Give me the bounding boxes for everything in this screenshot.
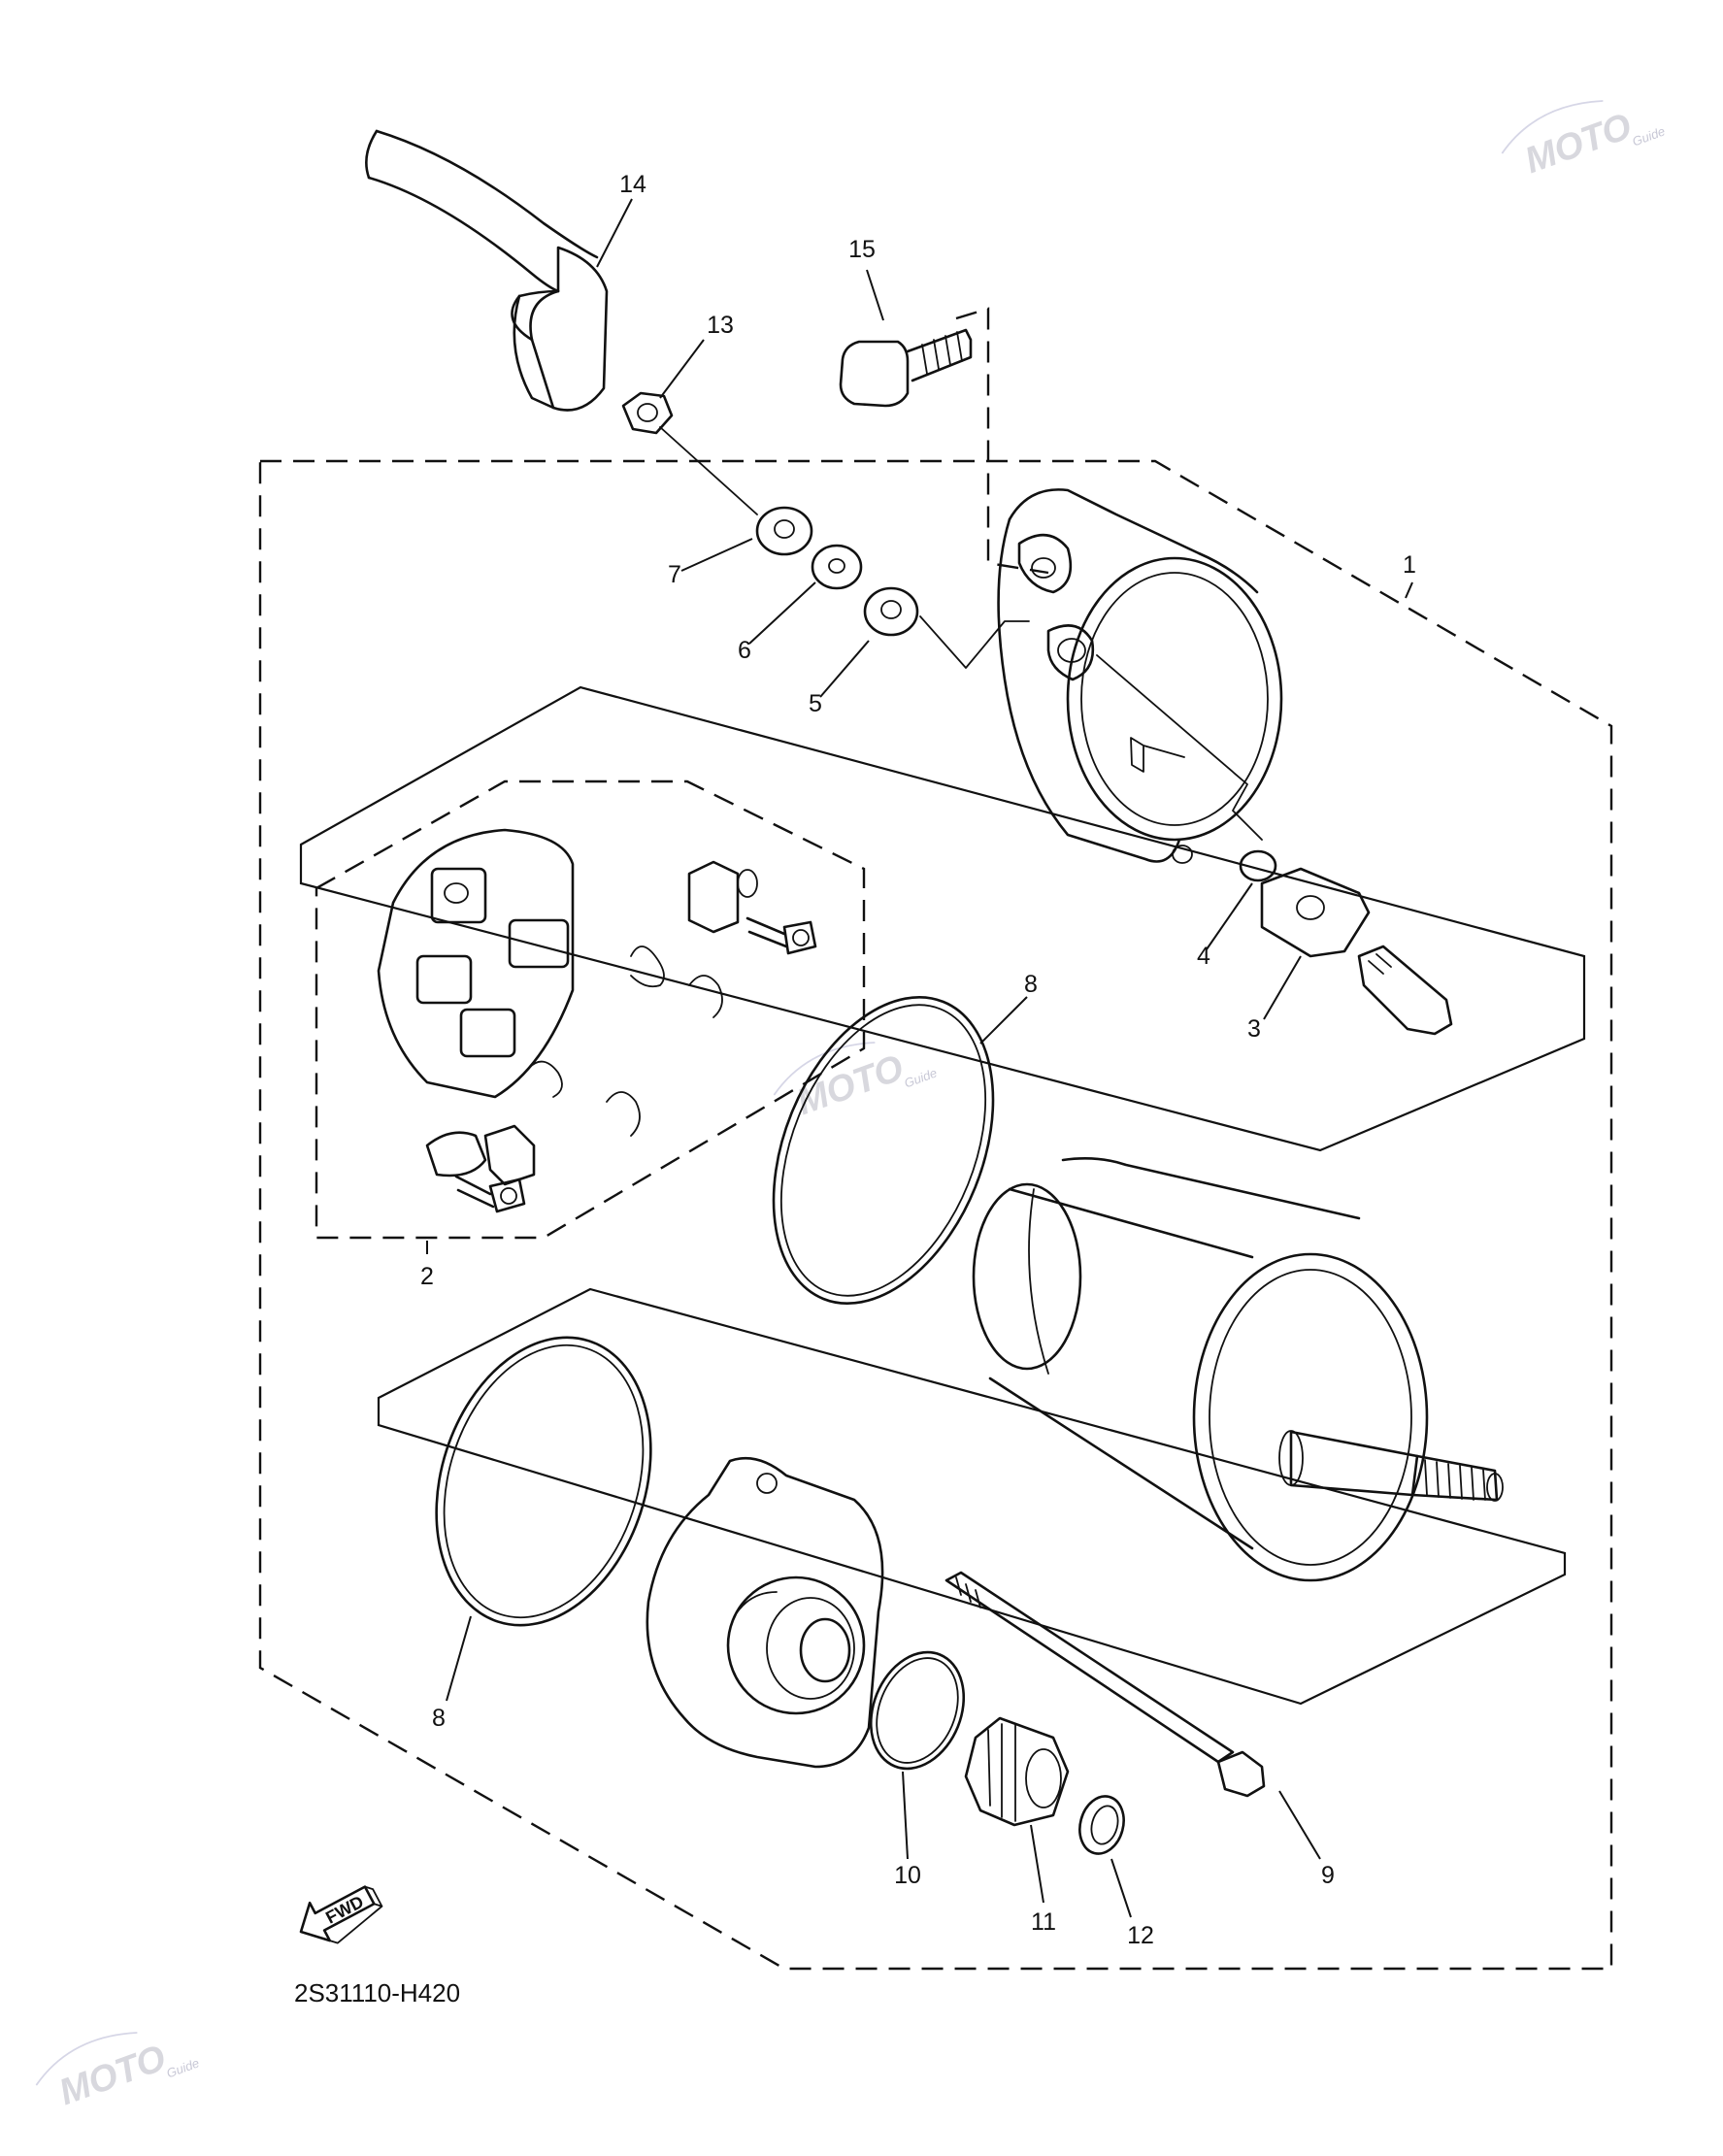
callout-15: 15 bbox=[848, 236, 876, 263]
callout-7: 7 bbox=[668, 561, 681, 588]
callout-12: 12 bbox=[1127, 1922, 1154, 1949]
brush-holder-group-dashed bbox=[315, 779, 866, 1240]
brush-screw-upper bbox=[746, 916, 817, 955]
callout-6: 6 bbox=[738, 637, 751, 664]
washer-part-6 bbox=[811, 544, 863, 590]
svg-text:MOTO: MOTO bbox=[54, 2038, 172, 2113]
callout-13: 13 bbox=[707, 312, 734, 339]
washer-part-5 bbox=[863, 586, 919, 637]
yoke-armature-body bbox=[972, 1157, 1504, 1582]
watermark-bottom-left: MOTO Guide bbox=[35, 2032, 202, 2113]
callout-5: 5 bbox=[809, 690, 822, 717]
end-cover-group-outline bbox=[299, 685, 1586, 1152]
fwd-arrow-icon: FWD bbox=[299, 1885, 383, 1944]
callout-8-upper: 8 bbox=[1024, 971, 1038, 998]
callout-11: 11 bbox=[1031, 1908, 1056, 1936]
svg-text:Guide: Guide bbox=[1631, 123, 1668, 149]
callout-8-lower: 8 bbox=[432, 1705, 446, 1732]
o-ring-part-4 bbox=[1239, 849, 1277, 882]
o-ring-part-8-lower bbox=[435, 1336, 652, 1627]
brush-screw-lower bbox=[454, 1175, 526, 1213]
callout-10: 10 bbox=[894, 1862, 921, 1889]
assembly-boundary-dashed bbox=[258, 459, 1613, 1971]
leader-lines bbox=[426, 198, 1413, 1918]
pinion-gear-part-11 bbox=[964, 1716, 1070, 1827]
end-cover-part-1 bbox=[997, 488, 1283, 864]
svg-text:MOTO: MOTO bbox=[1520, 106, 1638, 182]
callout-3: 3 bbox=[1247, 1015, 1261, 1043]
armature-group-outline bbox=[377, 1287, 1567, 1706]
o-ring-part-10 bbox=[869, 1650, 966, 1771]
nut-part-13 bbox=[621, 391, 674, 435]
end-cover-inner-line bbox=[1096, 654, 1263, 841]
svg-text:Guide: Guide bbox=[165, 2055, 202, 2080]
callout-9: 9 bbox=[1321, 1862, 1335, 1889]
terminal-part-3 bbox=[1260, 867, 1453, 1036]
svg-text:MOTO: MOTO bbox=[792, 1047, 910, 1123]
callout-1: 1 bbox=[1403, 551, 1416, 579]
circlip-part-12 bbox=[1078, 1795, 1125, 1855]
watermark-center: MOTO Guide bbox=[773, 1042, 940, 1123]
callout-14: 14 bbox=[619, 171, 646, 198]
callout-4: 4 bbox=[1197, 943, 1210, 970]
bolt-15-leader-dashed bbox=[955, 307, 1049, 575]
callout-2: 2 bbox=[420, 1263, 434, 1290]
brush-holder-part-2 bbox=[377, 828, 758, 1186]
washers-stack-line bbox=[659, 426, 1030, 669]
watermark-top-right: MOTO Guide bbox=[1501, 100, 1668, 182]
starter-cable-part-14 bbox=[365, 129, 609, 412]
washer-part-7 bbox=[755, 506, 813, 556]
front-cover bbox=[646, 1456, 884, 1769]
through-bolt-part-9 bbox=[944, 1571, 1266, 1798]
o-ring-part-8-upper bbox=[772, 996, 995, 1305]
drawing-code: 2S31110-H420 bbox=[294, 1978, 460, 2007]
svg-text:Guide: Guide bbox=[903, 1065, 940, 1090]
bolt-part-15 bbox=[839, 328, 973, 408]
